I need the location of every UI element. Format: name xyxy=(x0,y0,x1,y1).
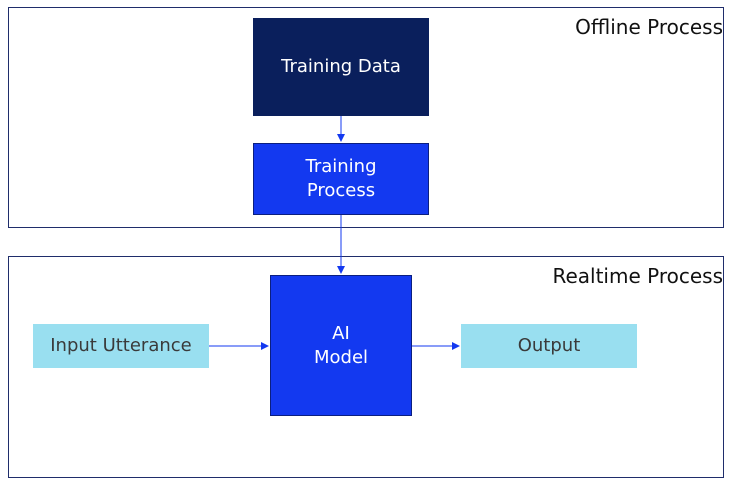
output-box: Output xyxy=(461,324,637,368)
training-data-box: Training Data xyxy=(253,18,429,116)
realtime-process-title: Realtime Process xyxy=(552,264,723,288)
training-process-box: Training Process xyxy=(253,143,429,215)
input-utterance-box: Input Utterance xyxy=(33,324,209,368)
ai-model-box: AI Model xyxy=(270,275,412,416)
offline-process-title: Offline Process xyxy=(575,15,723,39)
